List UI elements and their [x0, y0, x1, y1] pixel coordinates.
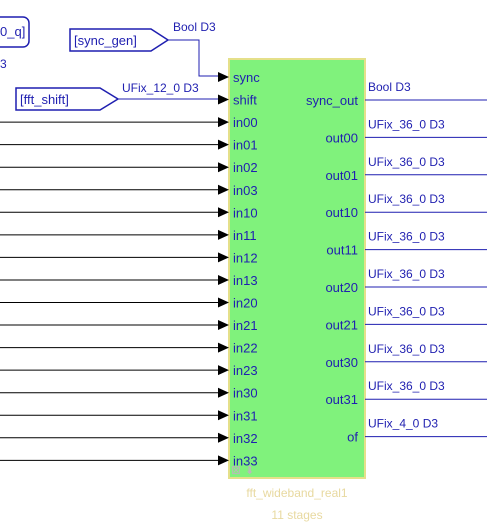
input-port-arrow-icon	[218, 297, 229, 308]
fft-block-body[interactable]	[228, 58, 366, 479]
input-port-arrow-icon	[218, 252, 229, 263]
input-port-label: in23	[233, 363, 258, 378]
input-port-in00[interactable]: in00	[218, 115, 258, 130]
output-signal-label: UFix_36_0 D3	[368, 342, 445, 356]
input-port-label: in10	[233, 205, 258, 220]
from-tag-fft-shift[interactable]: [fft_shift]	[15, 87, 120, 111]
input-port-arrow-icon	[218, 162, 229, 173]
input-port-label: in20	[233, 296, 258, 311]
output-port-out31[interactable]: out31	[325, 392, 358, 407]
input-port-arrow-icon	[218, 342, 229, 353]
partial-block-top-left[interactable]: 0_q] 3	[0, 16, 30, 71]
block-parameter: 11 stages	[271, 508, 322, 522]
from-tag-sync-gen-label: [sync_gen]	[74, 33, 137, 48]
svg-text:⊠: ⊠	[231, 463, 241, 477]
output-port-sync_out[interactable]: sync_out	[306, 93, 358, 108]
input-port-arrow-icon	[218, 184, 229, 195]
input-port-label: in00	[233, 115, 258, 130]
fft-shift-signal-label: UFix_12_0 D3	[122, 81, 199, 95]
input-port-label: in12	[233, 250, 258, 265]
output-port-out30[interactable]: out30	[325, 355, 358, 370]
input-port-label: in02	[233, 160, 258, 175]
input-port-arrow-icon	[218, 320, 229, 331]
input-port-in11[interactable]: in11	[218, 228, 257, 243]
from-tag-sync-gen[interactable]: [sync_gen]	[69, 28, 170, 52]
input-port-in10[interactable]: in10	[218, 205, 258, 220]
output-signal-label: UFix_36_0 D3	[368, 304, 445, 318]
output-signal-label: UFix_36_0 D3	[368, 230, 445, 244]
input-port-arrow-icon	[218, 229, 229, 240]
output-port-out11[interactable]: out11	[326, 243, 358, 258]
input-port-in32[interactable]: in32	[218, 431, 258, 446]
partial-block-label: 0_q]	[0, 24, 25, 39]
input-port-arrow-icon	[218, 139, 229, 150]
input-port-arrow-icon	[218, 117, 229, 128]
output-signal-label: UFix_36_0 D3	[368, 155, 445, 169]
input-port-label: in32	[233, 431, 258, 446]
input-port-in12[interactable]: in12	[218, 250, 258, 265]
input-port-label: in22	[233, 341, 258, 356]
input-port-label: in13	[233, 273, 258, 288]
input-port-arrow-icon	[218, 207, 229, 218]
input-port-arrow-icon	[218, 410, 229, 421]
output-signal-label: UFix_36_0 D3	[368, 192, 445, 206]
input-port-in20[interactable]: in20	[218, 296, 258, 311]
link-icon: ⊠ ⬇	[231, 463, 254, 477]
input-port-in33[interactable]: in33	[218, 453, 258, 468]
input-port-in13[interactable]: in13	[218, 273, 258, 288]
output-signal-label: Bool D3	[368, 80, 411, 94]
input-wires	[0, 121, 219, 461]
block-name: fft_wideband_real1	[246, 486, 348, 500]
input-port-in23[interactable]: in23	[218, 363, 258, 378]
output-port-of[interactable]: of	[347, 430, 358, 445]
input-port-arrow-icon	[218, 365, 229, 376]
output-signal-label: UFix_36_0 D3	[368, 267, 445, 281]
output-signal-label: UFix_36_0 D3	[368, 117, 445, 131]
input-port-in02[interactable]: in02	[218, 160, 258, 175]
output-port-out10[interactable]: out10	[325, 205, 358, 220]
input-port-arrow-icon	[218, 94, 229, 105]
sync-gen-wire	[168, 39, 226, 77]
input-port-arrow-icon	[218, 387, 229, 398]
svg-text:⬇: ⬇	[245, 464, 254, 477]
input-ports: sync shift in00 in01 in02 in03 in10 in11 in12 in1…	[218, 70, 260, 468]
input-port-label: in30	[233, 386, 258, 401]
input-port-in01[interactable]: in01	[218, 138, 258, 153]
from-tag-fft-shift-label: [fft_shift]	[20, 92, 69, 107]
output-signal-label: UFix_36_0 D3	[368, 379, 445, 393]
input-port-in22[interactable]: in22	[218, 341, 258, 356]
fft-wideband-real-block[interactable]: sync shift in00 in01 in02 in03 in10 in11 in12 in1…	[218, 58, 366, 479]
input-port-sync[interactable]: sync	[218, 70, 260, 85]
output-port-out20[interactable]: out20	[325, 280, 358, 295]
input-port-label: in21	[233, 318, 258, 333]
input-port-in31[interactable]: in31	[218, 408, 258, 423]
output-wires: Bool D3 UFix_36_0 D3 UFix_36_0 D3 UFix_36_0…	[365, 80, 487, 438]
input-port-arrow-icon	[218, 274, 229, 285]
input-port-label: in03	[233, 183, 258, 198]
input-port-label: in33	[233, 453, 258, 468]
output-ports: sync_out out00 out01 out10 out11 out20 out21 ou…	[306, 93, 358, 445]
input-port-label: in01	[233, 138, 258, 153]
input-port-arrow-icon	[218, 72, 229, 82]
sync-gen-signal-label: Bool D3	[173, 20, 216, 34]
output-port-out21[interactable]: out21	[325, 317, 358, 332]
output-signal-label: UFix_4_0 D3	[368, 417, 438, 431]
input-port-label: in11	[233, 228, 257, 243]
input-port-in30[interactable]: in30	[218, 386, 258, 401]
input-port-label: shift	[233, 93, 257, 108]
output-port-out01[interactable]: out01	[325, 168, 358, 183]
input-port-arrow-icon	[218, 455, 229, 466]
input-port-arrow-icon	[218, 432, 229, 443]
partial-block-sublabel: 3	[0, 57, 7, 71]
input-port-label: in31	[233, 408, 258, 423]
input-port-in21[interactable]: in21	[218, 318, 258, 333]
output-port-out00[interactable]: out00	[325, 130, 358, 145]
input-port-label: sync	[233, 70, 260, 85]
input-port-shift[interactable]: shift	[218, 93, 257, 108]
input-port-in03[interactable]: in03	[218, 183, 258, 198]
